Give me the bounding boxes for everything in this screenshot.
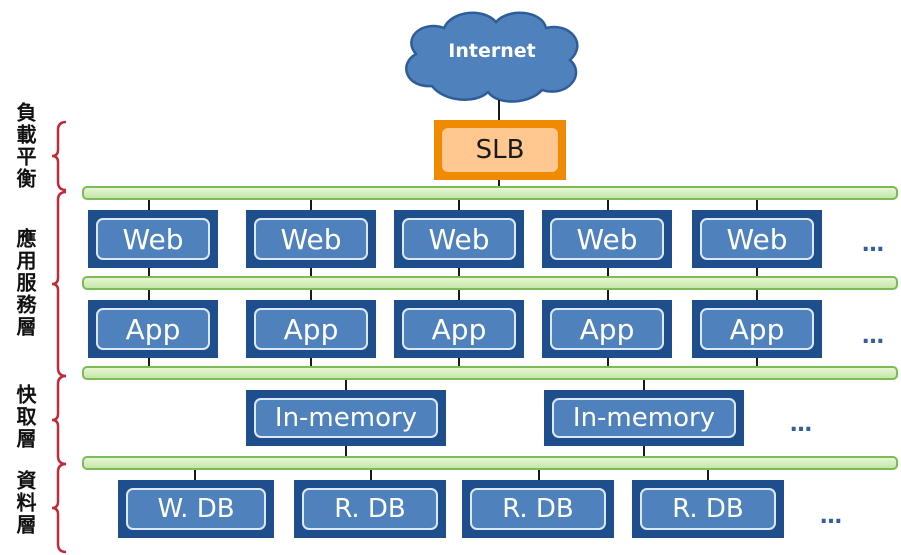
cache-server: In-memory [246,390,446,446]
database-label: R. DB [302,488,438,530]
connector-line [148,198,150,210]
app-server: App [542,300,672,358]
web-server-label: Web [96,218,210,260]
connector-line [194,470,196,480]
web-server-label: Web [550,218,664,260]
app-server: App [246,300,376,358]
connector-line [607,290,609,300]
app-server-label: App [254,308,368,350]
database-read: R. DB [294,480,446,538]
connector-line [345,446,347,456]
cache-server-label: In-memory [552,398,736,438]
connector-line [607,198,609,210]
network-bus [82,276,898,290]
cache-server-label: In-memory [254,398,438,438]
layer-label-app-service: 應用服務層 [13,228,37,338]
layer-label-load-balance: 負載平衡 [13,102,37,190]
connector-line [310,268,312,278]
connector-line [607,268,609,278]
app-server-label: App [550,308,664,350]
app-server: App [394,300,524,358]
connector-line [148,358,150,368]
bracket-load-balance [51,120,67,192]
connector-line [707,470,709,480]
app-server-label: App [402,308,516,350]
web-server: Web [88,210,218,268]
connector-line [345,380,347,390]
app-server-label: App [96,308,210,350]
internet-label: Internet [448,40,536,62]
layer-label-data: 資料層 [13,470,37,536]
slb-label: SLB [442,128,558,172]
network-bus [82,186,898,200]
app-server-label: App [700,308,814,350]
connector-line [756,268,758,278]
connector-line [310,290,312,300]
network-bus [82,456,898,470]
connector-line [370,470,372,480]
layer-label-cache: 快取層 [13,384,37,450]
connector-line [498,178,500,188]
web-server: Web [246,210,376,268]
connector-line [756,290,758,300]
web-server: Web [394,210,524,268]
web-server-label: Web [402,218,516,260]
connector-line [756,358,758,368]
more-db-indicator: … [820,504,843,529]
more-cache-indicator: … [790,412,813,437]
database-label: R. DB [470,488,606,530]
app-server: App [88,300,218,358]
web-server-label: Web [254,218,368,260]
connector-line [148,268,150,278]
more-app-indicator: … [862,324,885,349]
app-server: App [692,300,822,358]
network-bus [82,366,898,380]
database-read: R. DB [632,480,784,538]
database-write: W. DB [118,480,274,538]
database-read: R. DB [462,480,614,538]
connector-line [643,446,645,456]
connector-line [310,198,312,210]
slb-box: SLB [434,120,566,180]
web-server: Web [542,210,672,268]
connector-line [607,358,609,368]
database-label: R. DB [640,488,776,530]
bracket-cache [51,374,67,466]
cache-server: In-memory [544,390,744,446]
bracket-app-service [51,190,67,378]
web-server-label: Web [700,218,814,260]
connector-line [458,358,460,368]
connector-line [458,268,460,278]
more-web-indicator: … [862,232,885,257]
web-server: Web [692,210,822,268]
connector-line [458,290,460,300]
connector-line [756,198,758,210]
connector-line [310,358,312,368]
connector-line [148,290,150,300]
database-label: W. DB [126,488,266,530]
internet-cloud-icon [405,11,579,103]
connector-line [643,380,645,390]
connector-line [498,100,500,122]
connector-line [538,470,540,480]
connector-line [458,198,460,210]
bracket-data [51,462,67,554]
